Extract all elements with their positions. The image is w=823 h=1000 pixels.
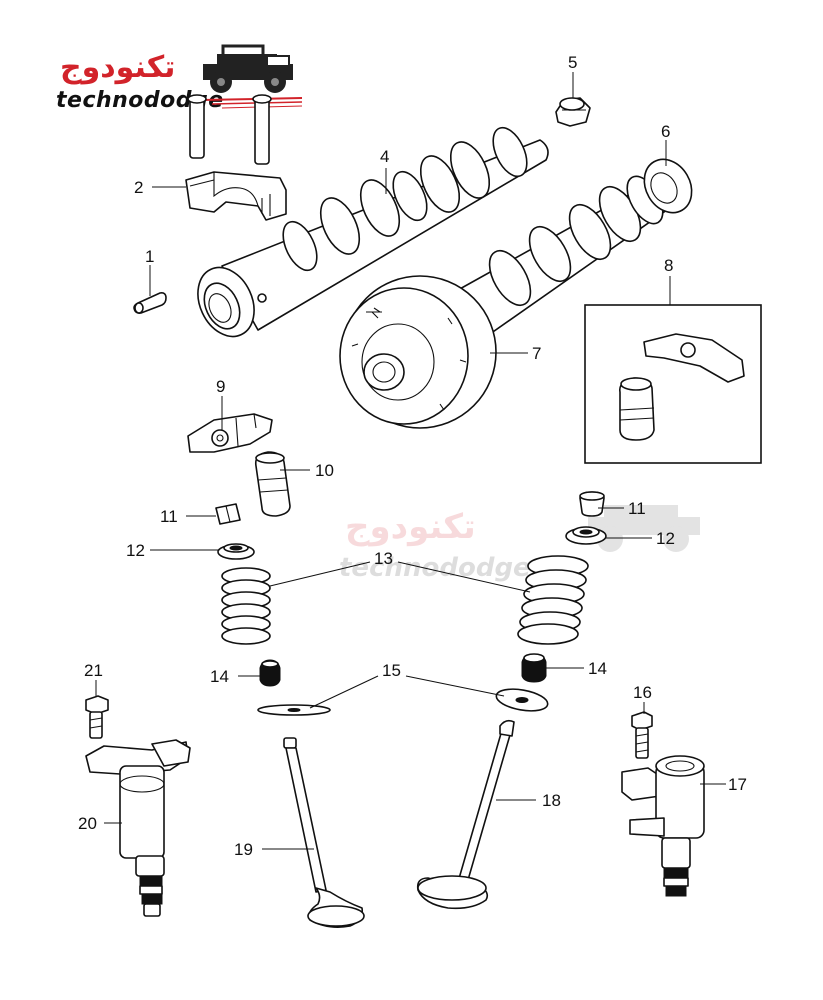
callout-13: 13: [374, 549, 393, 568]
callout-12-left: 12: [126, 541, 145, 560]
valve-seal-left: [259, 659, 281, 687]
callout-12-right: 12: [656, 529, 675, 548]
spring-retainer-left: [217, 543, 255, 560]
valve-spring-left: [221, 567, 271, 645]
oil-control-solenoid-right: [621, 755, 705, 897]
camshaft-upper: [197, 126, 549, 338]
watermark-latin-text: technododge: [339, 553, 531, 583]
solenoid-bolt-right: [631, 711, 653, 759]
spring-retainer-right: [565, 526, 607, 545]
camshaft-plug: [555, 97, 591, 127]
callout-2: 2: [134, 178, 143, 197]
callout-14-right: 14: [588, 659, 607, 678]
callout-8: 8: [664, 256, 673, 275]
oil-control-solenoid-left: [85, 739, 191, 917]
bearing-cap-with-bolts: [185, 94, 287, 221]
callout-17: 17: [728, 775, 747, 794]
leader-lines: [95, 72, 726, 850]
callout-15: 15: [382, 661, 401, 680]
lifter-rocker-box: [584, 304, 762, 464]
valve-seal-right: [521, 653, 547, 683]
watermark: تكنودوج technododge: [335, 505, 715, 595]
solenoid-bolt-left: [85, 695, 109, 739]
callout-20: 20: [78, 814, 97, 833]
valve-keeper-right: [579, 491, 605, 517]
callout-19: 19: [234, 840, 253, 859]
callout-1: 1: [145, 247, 154, 266]
valve-keeper-left: [215, 503, 241, 525]
callout-21: 21: [84, 661, 103, 680]
callout-4: 4: [380, 147, 389, 166]
callout-18: 18: [542, 791, 561, 810]
valve-spring-right: [517, 555, 589, 645]
hydraulic-lifter: [254, 451, 291, 517]
camshaft-with-phaser: [339, 158, 693, 429]
callout-6: 6: [661, 122, 670, 141]
watermark-arabic-text: تكنودوج: [345, 507, 476, 547]
spring-seat-right: [495, 688, 549, 712]
callout-9: 9: [216, 377, 225, 396]
callout-14-left: 14: [210, 667, 229, 686]
callout-labels: 1 2 4 5 6 7 8 9 10 11 11 12 12 13 14 14 …: [78, 53, 747, 859]
jeep-icon: [203, 44, 293, 93]
valve-right: [416, 719, 515, 910]
watermark-jeep-icon: [588, 505, 700, 552]
callout-10: 10: [315, 461, 334, 480]
callout-11-right: 11: [628, 499, 646, 518]
callout-7: 7: [532, 344, 541, 363]
callout-16: 16: [633, 683, 652, 702]
logo-arabic-text: تكنودوج: [60, 50, 176, 85]
spring-seat-left: [257, 704, 331, 716]
valve-left: [283, 737, 365, 928]
callout-5: 5: [568, 53, 577, 72]
rocker-arm: [187, 413, 273, 453]
dowel-pin: [133, 292, 167, 314]
callout-11-left: 11: [160, 507, 178, 526]
